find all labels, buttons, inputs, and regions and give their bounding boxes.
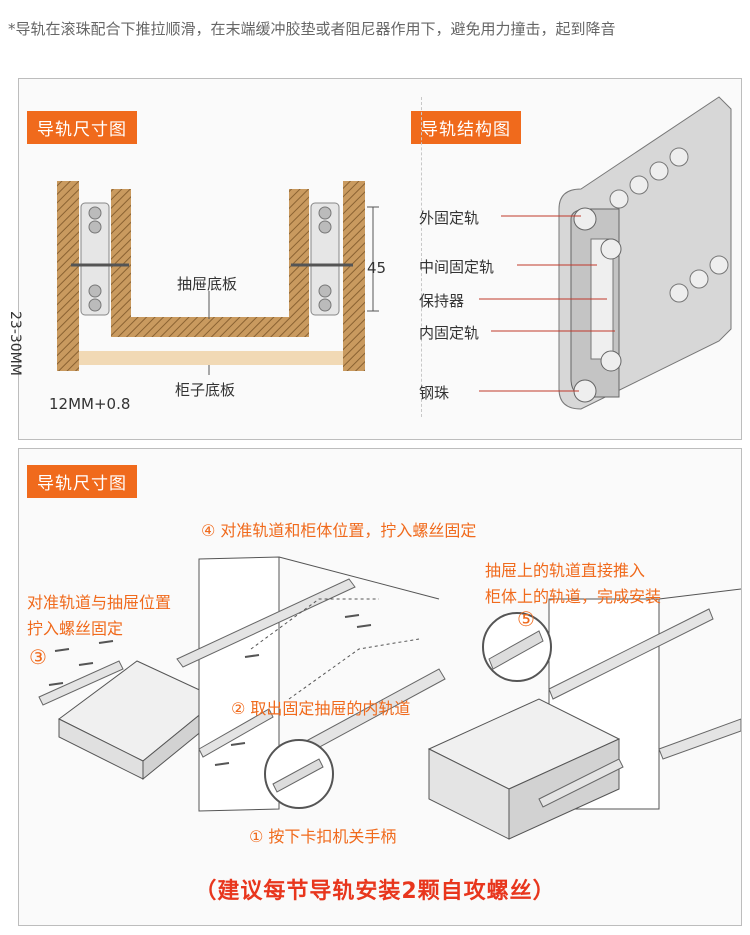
- rail-inner: [198, 708, 274, 758]
- step-5-line2: 柜体上的轨道，完成安装: [485, 587, 662, 606]
- struct-label-middle: 中间固定轨: [419, 258, 495, 276]
- dim-vertical: 23-30MM: [7, 311, 23, 376]
- bottom-note: （建议每节导轨安装2颗自攻螺丝）: [194, 879, 556, 904]
- step-5-line1: 抽屉上的轨道直接推入: [485, 561, 646, 580]
- installation-drawing: [38, 556, 741, 840]
- step-3-line2: 拧入螺丝固定: [27, 619, 124, 638]
- step-1-text: ① 按下卡扣机关手柄: [249, 827, 397, 846]
- rail-right-cabinet: [548, 608, 714, 700]
- rail-left: [80, 202, 110, 316]
- dim-height: 45: [367, 259, 387, 277]
- step-3-number: ③: [29, 645, 47, 669]
- rail-structure-drawing: [558, 96, 732, 410]
- installation-panel: 导轨尺寸图: [18, 448, 742, 926]
- dim-width: 12MM+0.8: [49, 395, 131, 413]
- rail-right: [310, 202, 340, 316]
- struct-label-ball: 钢珠: [419, 384, 450, 402]
- cabinet-wall-right: [343, 181, 365, 371]
- struct-label-outer: 外固定轨: [419, 209, 480, 227]
- struct-label-inner: 内固定轨: [419, 324, 480, 342]
- panel-divider: [421, 97, 422, 417]
- label-cabinet-board: 柜子底板: [175, 381, 236, 399]
- cabinet-base-board: [79, 351, 343, 365]
- rail-right-drawer: [538, 758, 624, 808]
- rail-top-middle: [176, 578, 356, 668]
- tag-install: 导轨尺寸图: [27, 465, 137, 498]
- drawer-side-left: [111, 189, 131, 337]
- step-5-number: ⑤: [517, 607, 535, 631]
- drawer-side-right: [289, 189, 309, 337]
- dimension-drawing: [57, 96, 732, 410]
- struct-label-retainer: 保持器: [419, 292, 465, 310]
- rail-drawer-left: [38, 660, 124, 706]
- tag-dimension: 导轨尺寸图: [27, 111, 137, 144]
- label-drawer-board: 抽屉底板: [177, 275, 238, 293]
- step-3-line1: 对准轨道与抽屉位置: [27, 593, 172, 612]
- dimension-structure-panel: 导轨尺寸图 导轨结构图: [7, 78, 742, 440]
- step-4-text: ④ 对准轨道和柜体位置，拧入螺丝固定: [201, 521, 477, 540]
- cabinet-wall-left: [57, 181, 79, 371]
- step-2-text: ② 取出固定抽屉的内轨道: [231, 699, 411, 718]
- drawer-bottom: [111, 317, 309, 337]
- tag-structure: 导轨结构图: [411, 111, 521, 144]
- top-note: *导轨在滚珠配合下推拉顺滑，在末端缓冲胶垫或者阻尼器作用下，避免用力撞击，起到降…: [8, 20, 616, 38]
